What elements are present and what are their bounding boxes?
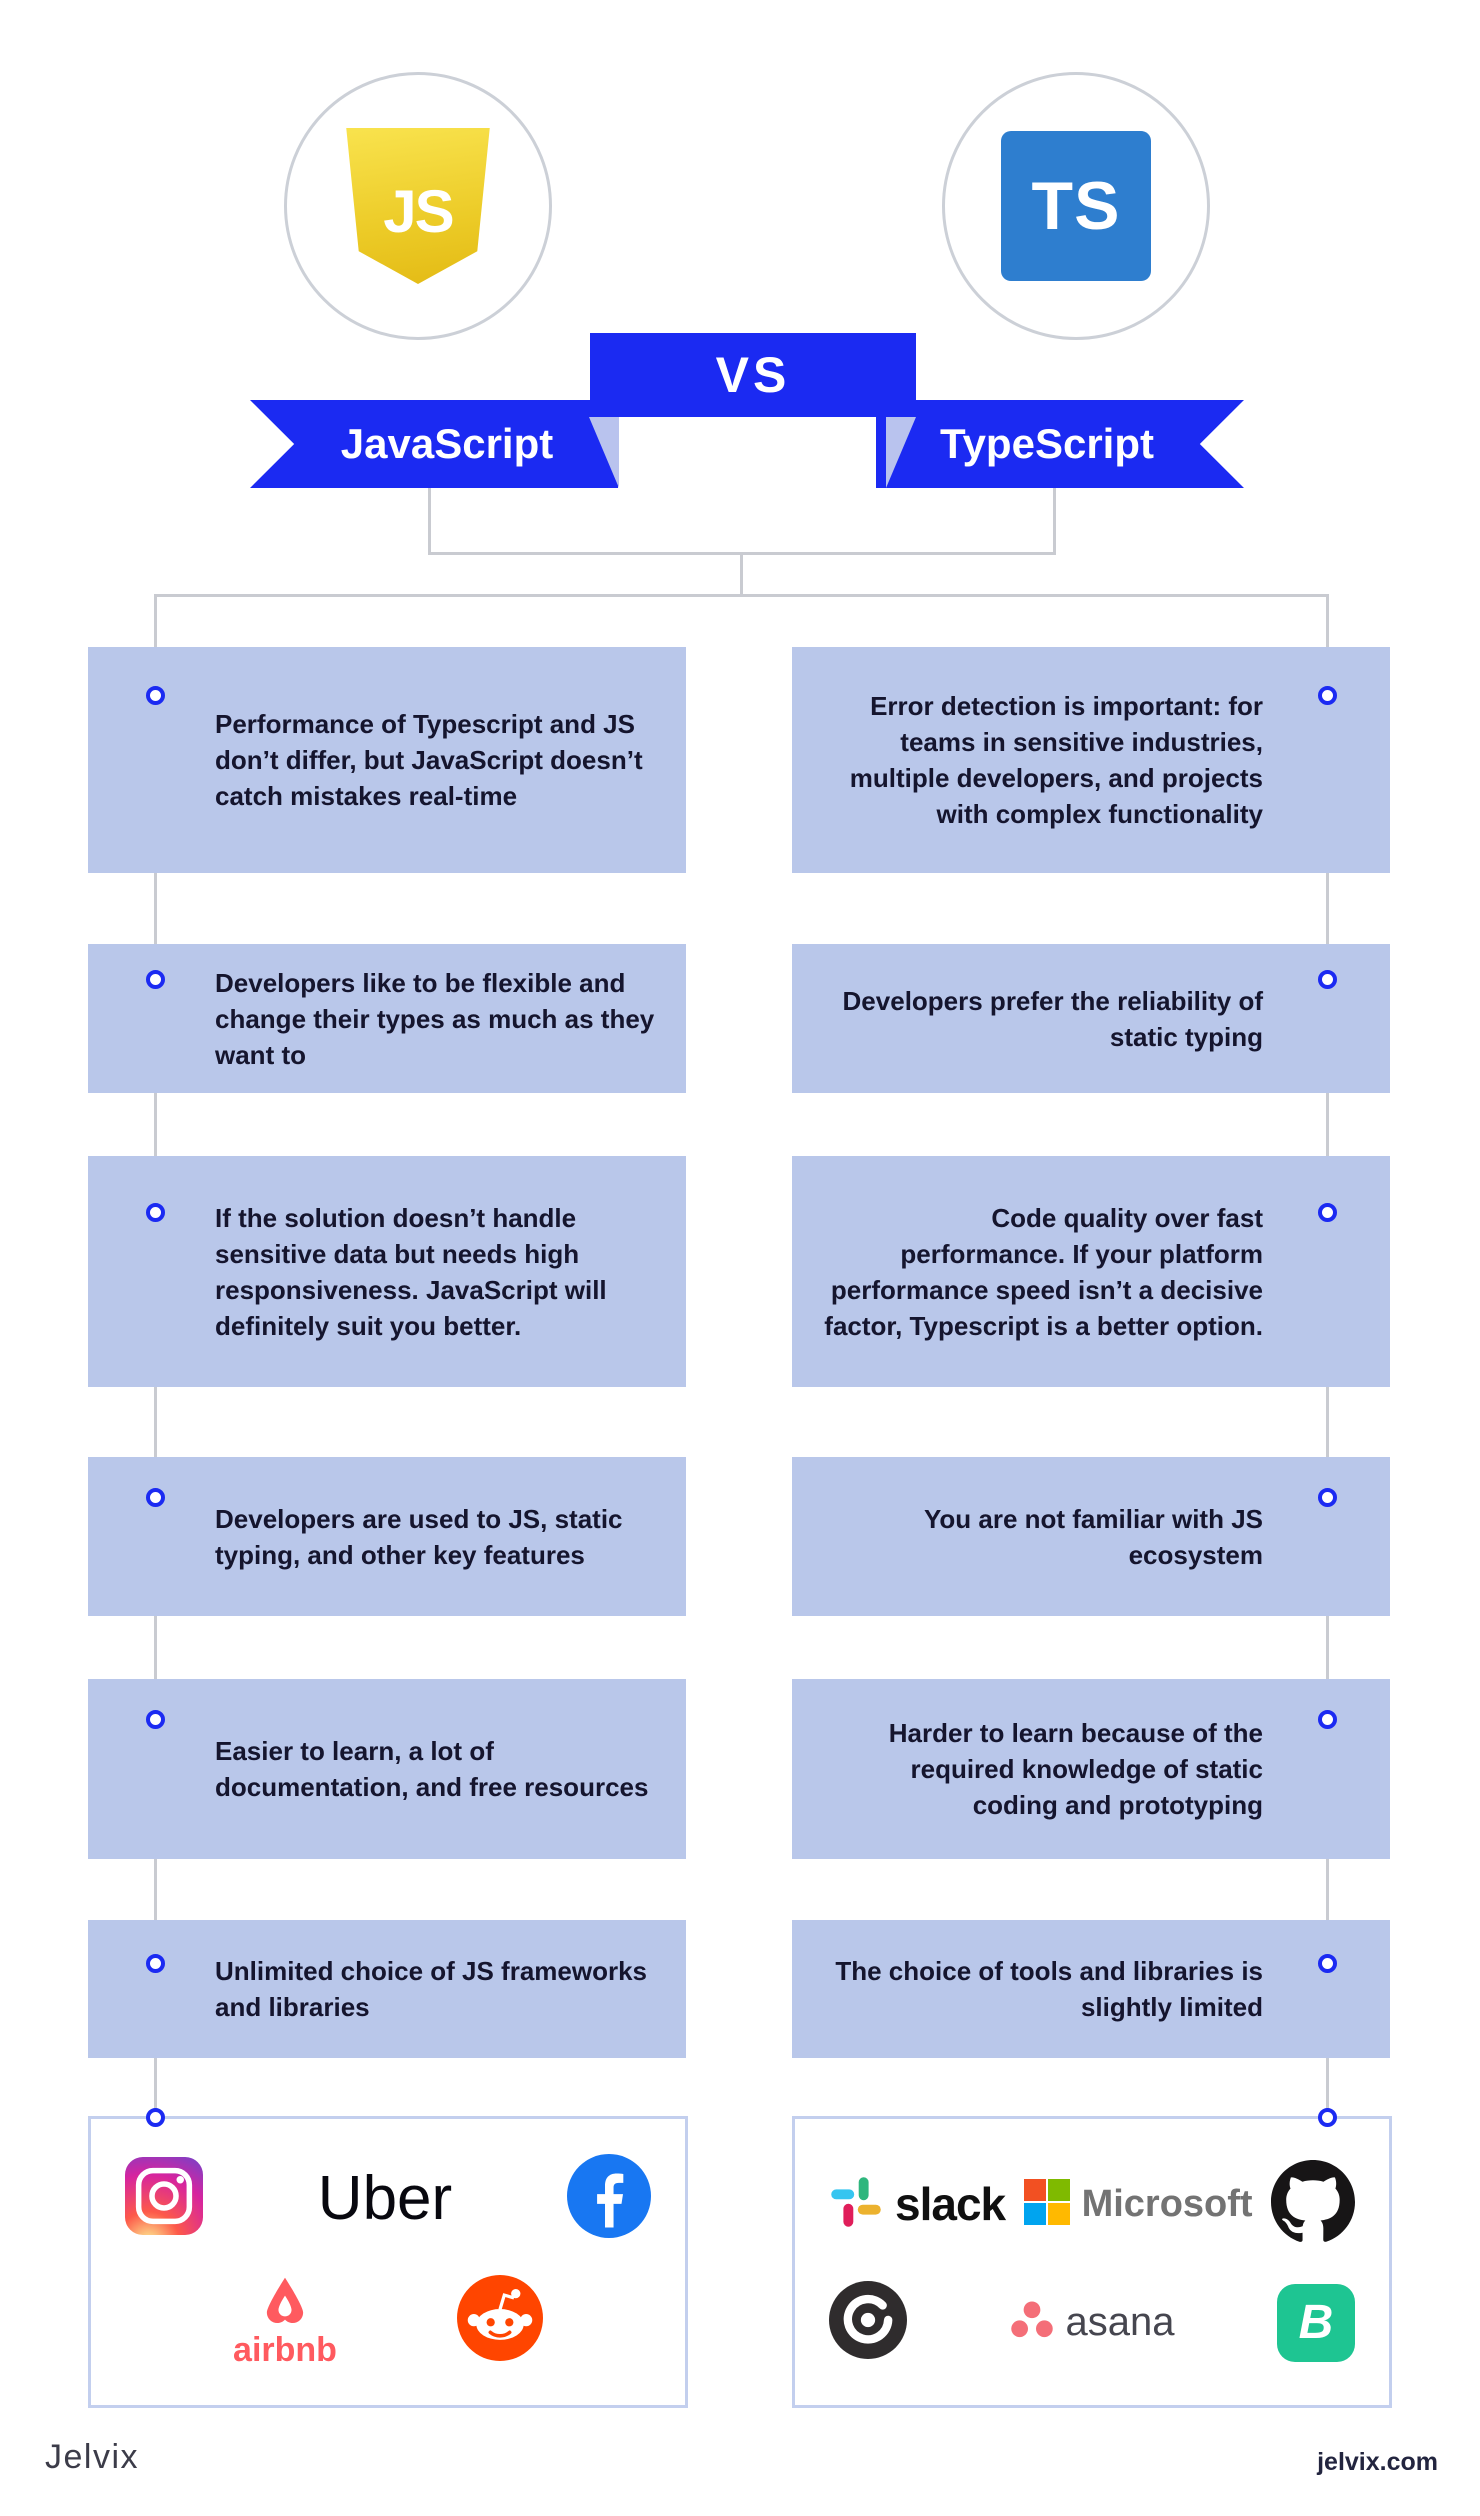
comparison-text: Harder to learn because of the required … [888,1718,1263,1820]
slack-wordmark: slack [895,2178,1006,2231]
ts-point-6: The choice of tools and libraries is sli… [792,1920,1390,2058]
comparison-text: Developers like to be flexible and chang… [215,967,655,1070]
dark-swirl-icon [829,2281,907,2364]
javascript-logo-circle: JS [284,72,552,340]
comparison-text: Error detection is important: for teams … [849,691,1263,829]
comparison-text: Performance of Typescript and JS don’t d… [215,709,643,811]
comparison-text: Developers are used to JS, static typing… [215,1503,623,1570]
js-companies-row-1: Uber [125,2154,651,2243]
connector-dot [1318,1710,1337,1729]
microsoft-icon [1023,2178,1070,2230]
connector-dot [1318,1488,1337,1507]
connector-dot [146,1203,165,1222]
connector-dot [1318,686,1337,705]
asana-logo: asana [1010,2300,1175,2345]
js-point-6: Unlimited choice of JS frameworks and li… [88,1920,686,2058]
jelvix-logo: Jelvix [45,2438,140,2476]
connector-dot [1318,970,1337,989]
typescript-square-icon: TS [1001,131,1151,281]
slack-logo: slack [829,2175,1006,2234]
ts-companies-row-2: asana B [829,2281,1355,2364]
connector-line [1053,488,1056,555]
teal-b-icon: B [1276,2283,1355,2362]
comparison-text: The choice of tools and libraries is sli… [835,1956,1263,2022]
connector-dot [146,1488,165,1507]
connector-line [740,552,743,597]
ts-point-1: Error detection is important: for teams … [792,647,1390,873]
comparison-text: If the solution doesn’t handle sensitive… [215,1202,607,1341]
comparison-text: Developers prefer the reliability of sta… [842,985,1263,1052]
comparison-text: Code quality over fast performance. If y… [824,1202,1263,1341]
microsoft-logo: Microsoft [1023,2178,1253,2230]
js-point-4: Developers are used to JS, static typing… [88,1457,686,1616]
airbnb-icon: airbnb [233,2271,337,2370]
js-point-2: Developers like to be flexible and chang… [88,944,686,1093]
javascript-title: JavaScript [340,420,554,467]
connector-dot [1318,2108,1337,2127]
javascript-logo-letters: JS [383,177,454,245]
ts-point-4: You are not familiar with JS ecosystem [792,1457,1390,1616]
microsoft-wordmark: Microsoft [1081,2182,1253,2225]
ts-point-2: Developers prefer the reliability of sta… [792,944,1390,1093]
comparison-text: Easier to learn, a lot of documentation,… [215,1736,649,1802]
instagram-icon [125,2157,203,2240]
asana-icon [1010,2300,1054,2345]
connector-dot [146,1954,165,1973]
typescript-title: TypeScript [940,420,1154,467]
comparison-text: Unlimited choice of JS frameworks and li… [215,1956,648,2022]
typescript-logo-circle: TS [942,72,1210,340]
vs-banner: VS [590,333,916,417]
javascript-shield-icon: JS [346,128,490,284]
ts-point-5: Harder to learn because of the required … [792,1679,1390,1859]
connector-dot [146,2108,165,2127]
js-point-1: Performance of Typescript and JS don’t d… [88,647,686,873]
uber-wordmark: Uber [317,2164,453,2234]
js-companies-row-2: airbnb [125,2271,651,2370]
facebook-icon [566,2154,651,2243]
ts-companies-row-1: slack Microsoft [829,2159,1355,2249]
asana-wordmark: asana [1065,2300,1175,2345]
ts-point-3: Code quality over fast performance. If y… [792,1156,1390,1387]
js-point-3: If the solution doesn’t handle sensitive… [88,1156,686,1387]
connector-dot [146,970,165,989]
connector-dot [146,1710,165,1729]
typescript-logo-letters: TS [1031,168,1121,244]
connector-dot [1318,1954,1337,1973]
github-icon [1271,2159,1355,2249]
javascript-companies-box: Uber airbnb [88,2116,688,2408]
typescript-companies-box: slack Microsoft [792,2116,1392,2408]
javascript-ribbon: JavaScript [250,400,618,488]
vs-label: VS [715,347,791,403]
connector-line [154,594,1329,597]
jelvix-website-link[interactable]: jelvix.com [1317,2448,1438,2476]
js-point-5: Easier to learn, a lot of documentation,… [88,1679,686,1859]
airbnb-wordmark: airbnb [233,2330,337,2369]
typescript-ribbon: TypeScript [876,400,1244,488]
teal-b-letter: B [1298,2296,1334,2350]
connector-line [428,488,431,555]
connector-dot [146,686,165,705]
comparison-text: You are not familiar with JS ecosystem [923,1503,1263,1570]
reddit-icon [456,2274,543,2366]
connector-dot [1318,1203,1337,1222]
slack-icon [829,2175,883,2234]
